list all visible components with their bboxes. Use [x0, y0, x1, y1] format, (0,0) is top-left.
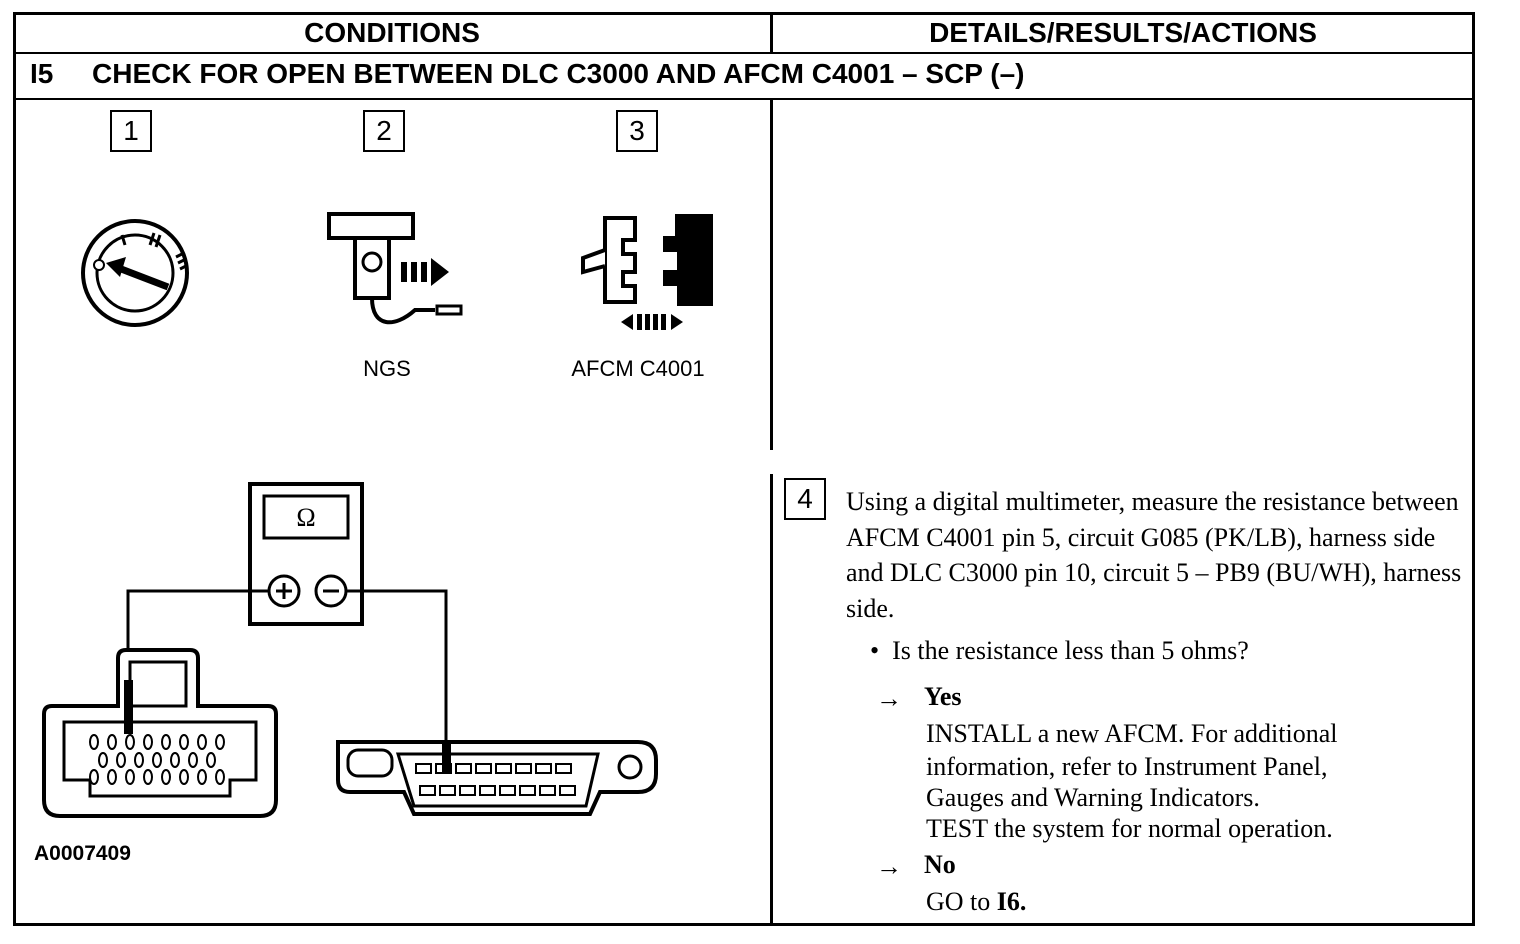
table-header: CONDITIONS DETAILS/RESULTS/ACTIONS [13, 12, 1475, 54]
multimeter-display [262, 494, 350, 540]
question-text: Is the resistance less than 5 ohms? [892, 636, 1249, 665]
figure-id: A0007409 [34, 842, 131, 865]
header-rule [13, 52, 1475, 54]
step-3-box: 3 [616, 110, 658, 152]
positive-probe [124, 680, 133, 734]
title-rule [13, 98, 1475, 100]
afcm-pins [89, 734, 225, 785]
afcm-caption: AFCM C4001 [571, 356, 705, 381]
yes-label: Yes [924, 682, 962, 711]
step-2-box: 2 [363, 110, 405, 152]
ohm-symbol: Ω [296, 503, 315, 532]
negative-probe [442, 740, 451, 774]
step-id: I5 [30, 58, 54, 89]
conditions-header: CONDITIONS [304, 17, 480, 48]
yes-action-line-4: TEST the system for normal operation. [926, 814, 1333, 843]
yes-action-line-1: INSTALL a new AFCM. For additional [926, 719, 1338, 748]
details-header: DETAILS/RESULTS/ACTIONS [929, 17, 1317, 48]
column-divider-upper [770, 100, 773, 450]
yes-action-line-2: information, refer to Instrument Panel, [926, 752, 1328, 781]
no-arrow-icon: → [876, 852, 902, 881]
column-divider-lower [770, 474, 773, 926]
yes-arrow-icon: → [876, 684, 902, 713]
step-1-box: 1 [110, 110, 152, 152]
ngs-tester-icon [327, 212, 463, 325]
instruction-text: Using a digital multimeter, measure the … [846, 487, 1462, 623]
no-action-prefix: GO to [926, 887, 997, 916]
bullet-icon: • [870, 636, 893, 665]
ngs-caption: NGS [363, 356, 411, 381]
step-4-box: 4 [784, 478, 826, 520]
step-title-text: CHECK FOR OPEN BETWEEN DLC C3000 AND AFC… [92, 58, 1025, 89]
dlc-pins [415, 763, 576, 796]
question-item: • Is the resistance less than 5 ohms? [870, 636, 1249, 666]
no-action-target: I6. [996, 887, 1027, 916]
header-divider [770, 12, 773, 54]
ignition-switch-icon [81, 219, 189, 327]
no-label: No [924, 850, 956, 879]
no-action: GO to I6. [926, 886, 1026, 918]
step-title: I5 CHECK FOR OPEN BETWEEN DLC C3000 AND A… [30, 58, 1024, 90]
yes-action-line-3: Gauges and Warning Indicators. [926, 783, 1260, 812]
multimeter-diagram: Ω [42, 482, 658, 818]
table-frame [13, 12, 1475, 926]
negative-lead [346, 589, 448, 763]
connector-disconnect-icon [581, 214, 713, 330]
